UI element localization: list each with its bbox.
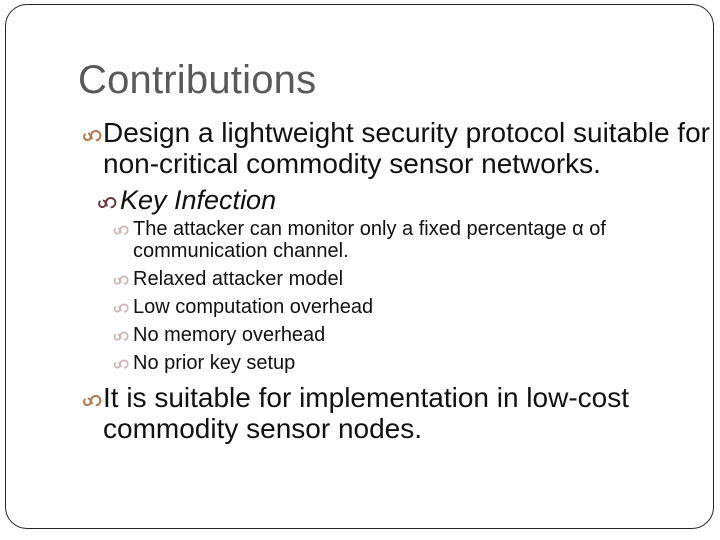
bullet-text: It is suitable for implementation in low… xyxy=(103,382,629,444)
slide-bullet-item: Design a lightweight security protocol s… xyxy=(82,117,720,179)
vine-curl-bullet-icon xyxy=(82,382,103,408)
vine-curl-bullet-icon xyxy=(113,352,133,370)
bullet-text: Key Infection xyxy=(120,185,277,215)
vine-curl-bullet-icon xyxy=(82,117,103,143)
slide-bullet-item: Relaxed attacker model xyxy=(113,268,720,290)
slide-title: Contributions xyxy=(78,58,317,102)
slide-bullet-item: The attacker can monitor only a fixed pe… xyxy=(113,218,720,262)
bullet-text: The attacker can monitor only a fixed pe… xyxy=(133,218,606,262)
bullet-text: No prior key setup xyxy=(133,352,296,374)
bullet-text: No memory overhead xyxy=(133,324,326,346)
vine-curl-bullet-icon xyxy=(113,296,133,314)
slide-body: Design a lightweight security protocol s… xyxy=(82,117,720,444)
slide-bullet-item: Low computation overhead xyxy=(113,296,720,318)
slide-bullet-item: No memory overhead xyxy=(113,324,720,346)
bullet-text: Design a lightweight security protocol s… xyxy=(103,117,710,179)
bullet-text: Relaxed attacker model xyxy=(133,268,344,290)
vine-curl-bullet-icon xyxy=(113,268,133,286)
bullet-text: Low computation overhead xyxy=(133,296,374,318)
vine-curl-bullet-icon xyxy=(97,186,120,210)
vine-curl-bullet-icon xyxy=(113,218,133,236)
vine-curl-bullet-icon xyxy=(113,324,133,342)
slide-bullet-item: It is suitable for implementation in low… xyxy=(82,382,720,444)
slide-bullet-item: No prior key setup xyxy=(113,352,720,374)
slide-bullet-item: Key Infection xyxy=(97,186,720,214)
